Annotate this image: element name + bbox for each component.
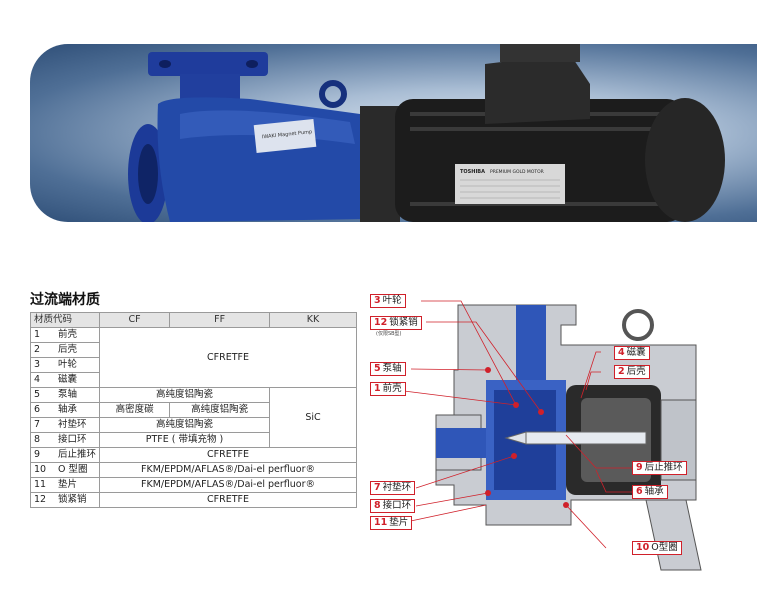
row-number: 12 bbox=[30, 492, 55, 508]
motor-brand-text: TOSHIBA bbox=[460, 169, 485, 175]
base-leg bbox=[645, 499, 702, 571]
row-number: 2 bbox=[30, 342, 55, 358]
row-number: 10 bbox=[30, 462, 55, 478]
table-row: 10 O 型圈 FKM/EPDM/AFLAS®/Dai-el perfluor® bbox=[30, 462, 357, 478]
cell-sic: SiC bbox=[269, 387, 357, 448]
row-number: 8 bbox=[30, 432, 55, 448]
bolt-hole bbox=[246, 60, 258, 68]
row-part-name: 接口环 bbox=[55, 432, 101, 448]
motor-plate-text: PREMIUM GOLD MOTOR bbox=[490, 169, 544, 175]
pump-shaft bbox=[525, 431, 647, 445]
cell-alumina: 高纯度铝陶瓷 bbox=[169, 402, 270, 418]
lifting-eye bbox=[622, 309, 654, 341]
row-number: 7 bbox=[30, 417, 55, 433]
row-number: 4 bbox=[30, 372, 55, 388]
col-header-ff: FF bbox=[169, 312, 270, 328]
table-row: 11 垫片 FKM/EPDM/AFLAS®/Dai-el perfluor® bbox=[30, 477, 357, 493]
cell-cfretfe: CFRETFE bbox=[99, 492, 357, 508]
table-row: 8 接口环 PTFE ( 带填充物 ) bbox=[30, 432, 357, 448]
row-part-name: 磁囊 bbox=[55, 372, 101, 388]
cell-ptfe: PTFE ( 带填充物 ) bbox=[99, 432, 270, 448]
leader-lines bbox=[395, 300, 636, 549]
nameplate bbox=[253, 118, 317, 154]
motor-nameplate bbox=[455, 164, 565, 204]
cell-alumina: 高纯度铝陶瓷 bbox=[99, 387, 270, 403]
col-header-cf: CF bbox=[99, 312, 171, 328]
row-number: 6 bbox=[30, 402, 55, 418]
bracket bbox=[360, 106, 400, 222]
row-number: 5 bbox=[30, 387, 55, 403]
terminal-box bbox=[485, 54, 590, 124]
row-part-name: O 型圈 bbox=[55, 462, 101, 478]
terminal-lid bbox=[500, 44, 580, 62]
row-number: 3 bbox=[30, 357, 55, 373]
cell-carbon: 高密度碳 bbox=[99, 402, 171, 418]
table-row: 1 前壳 CFRETFE bbox=[30, 327, 357, 388]
suction-port bbox=[138, 144, 158, 204]
row-part-name: 衬垫环 bbox=[55, 417, 101, 433]
table-header-row: 材质代码 CF FF KK bbox=[29, 312, 357, 328]
pump-motor-illustration: IWAKI Magnet Pump TOSHIBA PREMIUM GOLD M… bbox=[128, 44, 725, 222]
row-part-name: 锁紧销 bbox=[55, 492, 101, 508]
cell-elastomers: FKM/EPDM/AFLAS®/Dai-el perfluor® bbox=[99, 462, 357, 478]
callout-note: (仅限SB型) bbox=[376, 331, 402, 337]
cell-elastomers: FKM/EPDM/AFLAS®/Dai-el perfluor® bbox=[99, 477, 357, 493]
row-part-name: 叶轮 bbox=[55, 357, 101, 373]
row-part-name: 后壳 bbox=[55, 342, 101, 358]
cell-cfretfe: CFRETFE bbox=[99, 447, 357, 463]
nameplate-text: IWAKI Magnet Pump bbox=[262, 129, 313, 140]
row-part-name: 泵轴 bbox=[55, 387, 101, 403]
cell-alumina: 高纯度铝陶瓷 bbox=[99, 417, 270, 433]
eye-bolt bbox=[319, 80, 347, 108]
product-photo: IWAKI Magnet Pump TOSHIBA PREMIUM GOLD M… bbox=[30, 44, 757, 222]
row-part-name: 垫片 bbox=[55, 477, 101, 493]
table-row: 2 后壳 bbox=[30, 342, 357, 358]
row-number: 11 bbox=[30, 477, 55, 493]
table-row: 12 锁紧销 CFRETFE bbox=[30, 492, 357, 508]
material-table: 材质代码 CF FF KK 1 前壳 CFRETFE 2 后壳 3 叶轮 4 磁… bbox=[29, 312, 357, 508]
top-flange bbox=[148, 52, 268, 76]
col-header-kk: KK bbox=[269, 312, 357, 328]
motor-end-cap bbox=[645, 98, 725, 222]
row-number: 9 bbox=[30, 447, 55, 463]
row-part-name: 后止推环 bbox=[55, 447, 101, 463]
table-row: 9 后止推环 CFRETFE bbox=[30, 447, 357, 463]
row-part-name: 轴承 bbox=[55, 402, 101, 418]
section-title: 过流端材质 bbox=[30, 292, 100, 308]
cell-cfretfe: CFRETFE bbox=[99, 327, 357, 388]
col-header-code: 材质代码 bbox=[29, 312, 101, 328]
shaft-tip bbox=[504, 431, 527, 445]
pump-cross-section bbox=[395, 300, 702, 571]
row-number: 1 bbox=[30, 327, 55, 343]
table-row: 5 泵轴 高纯度铝陶瓷 SiC bbox=[30, 387, 357, 448]
row-part-name: 前壳 bbox=[55, 327, 101, 343]
bolt-hole bbox=[159, 60, 171, 68]
